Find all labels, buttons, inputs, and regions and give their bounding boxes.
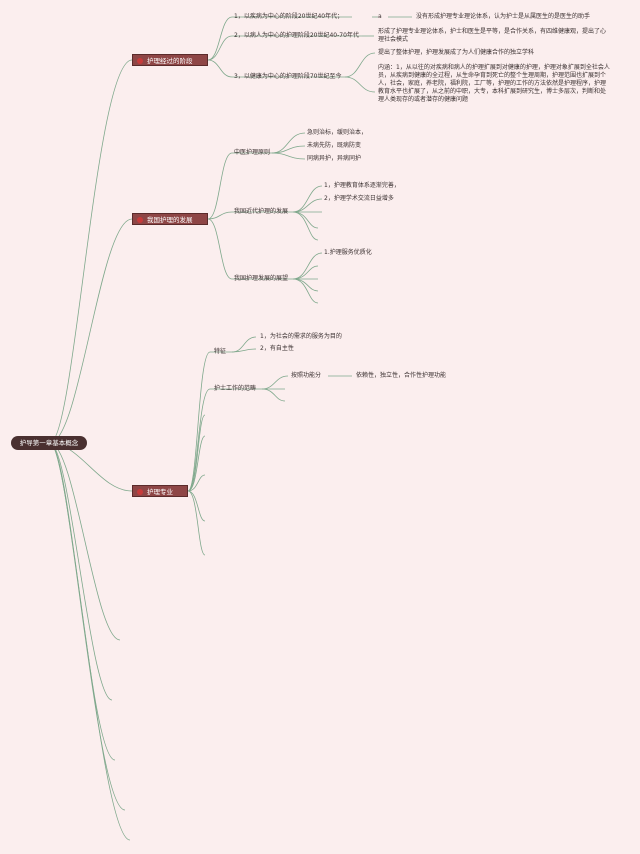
modern-development-label[interactable]: 我国近代护理的发展 (234, 208, 289, 215)
tcm-principles-label[interactable]: 中医护理原则 (234, 149, 271, 156)
stage-1-detail[interactable]: 没有形成护理专业理论体系，认为护士是从属医生的是医生的助手 (416, 13, 591, 20)
stage-3-detail-2[interactable]: 内涵：1，从以往的对疾病和病人的护理扩展到对健康的护理，护理对象扩展到全社会人员… (378, 64, 610, 103)
stage-3-label[interactable]: 3，以健康为中心的护理阶段70世纪至今 (234, 73, 342, 80)
scope-detail[interactable]: 依赖性，独立性，合作性护理功能 (356, 372, 447, 379)
stage-1-marker[interactable]: a (378, 13, 382, 20)
branch-label: 护理专业 (147, 488, 173, 496)
features-label[interactable]: 特征 (214, 348, 227, 355)
tcm-principle-item[interactable]: 未病先防，既病防变 (307, 142, 362, 149)
feature-item[interactable]: 1，为社会的需求的服务为目的 (260, 333, 342, 340)
tcm-principle-item[interactable]: 同病异护，异病同护 (307, 155, 362, 162)
branch-icon (137, 489, 143, 495)
scope-item[interactable]: 按照功能分 (291, 372, 322, 379)
connector-root-branch2 (49, 218, 133, 444)
branch-icon (137, 217, 143, 223)
branch-nursing-profession[interactable]: 护理专业 (132, 485, 188, 497)
stage-2-detail[interactable]: 形成了护理专业理论体系，护士和医生是平等，是合作关系，有四维健康观，提出了心理社… (378, 28, 607, 43)
branch-label: 护理经过的阶段 (147, 57, 193, 65)
feature-item[interactable]: 2，有自主性 (260, 345, 294, 352)
branch-nursing-stages[interactable]: 护理经过的阶段 (132, 54, 208, 66)
modern-development-item[interactable]: 2，护理学术交流日益增多 (324, 195, 394, 202)
connector-root-branch1 (49, 59, 133, 444)
tcm-principle-item[interactable]: 急则治标，缓则治本， (307, 129, 368, 136)
stage-3-detail-1[interactable]: 提出了整体护理，护理发展成了为人们健康合作的独立学科 (378, 49, 535, 56)
connector-root-branch3 (49, 442, 133, 492)
outlook-item[interactable]: 1.护理服务优质化 (324, 249, 372, 256)
stage-1-label[interactable]: 1，以疾病为中心的阶段20世纪40年代； (234, 13, 344, 20)
branch-china-development[interactable]: 我国护理的发展 (132, 213, 208, 225)
modern-development-item[interactable]: 1，护理教育体系逐渐完善， (324, 182, 400, 189)
stage-2-label[interactable]: 2，以病人为中心的护理阶段20世纪40-70年代 (234, 32, 359, 39)
outlook-label[interactable]: 我国护理发展的展望 (234, 275, 289, 282)
branch-label: 我国护理的发展 (147, 216, 193, 224)
branch-icon (137, 58, 143, 64)
root-node[interactable]: 护导第一章基本概念 (11, 436, 87, 450)
scope-label[interactable]: 护士工作的范畴 (214, 385, 257, 392)
